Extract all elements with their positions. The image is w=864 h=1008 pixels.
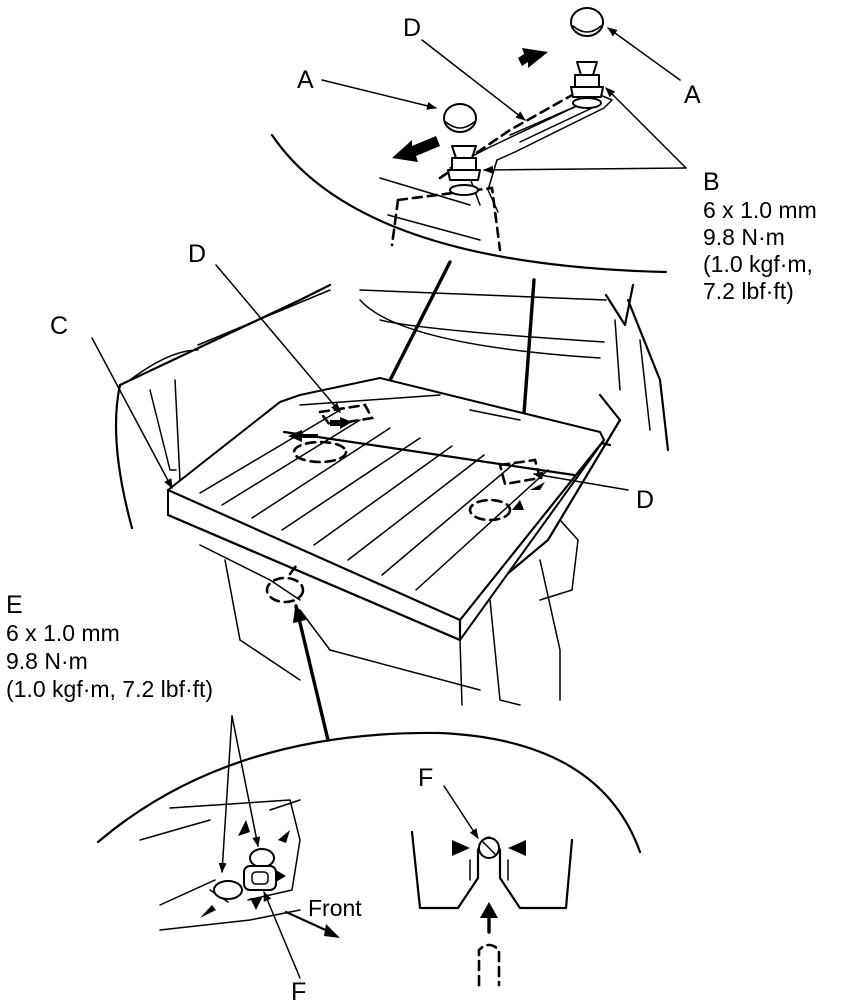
top-detail-view (270, 7, 668, 274)
label-a-left: A (297, 66, 314, 94)
bolt-e-detail (213, 848, 277, 900)
spec-b-thread: 6 x 1.0 mm (703, 197, 817, 223)
arrow-out-right (518, 48, 548, 68)
label-f-right: F (418, 764, 433, 792)
label-a-right: A (684, 81, 701, 109)
spec-b-torque-kgf: (1.0 kgf·m, (703, 251, 813, 277)
spec-b-torque-lbf: 7.2 lbf·ft) (703, 278, 794, 304)
label-c: C (50, 312, 68, 340)
label-f-bottom: F (291, 978, 306, 1006)
spec-e-torque-alt: (1.0 kgf·m, 7.2 lbf·ft) (6, 676, 213, 702)
label-d-top: D (403, 14, 421, 42)
spec-b-torque-nm: 9.8 N·m (703, 224, 785, 250)
bolt-e-location (265, 564, 305, 604)
latch-d-right (468, 458, 545, 522)
cap-a-left (443, 103, 477, 133)
bolt-b-right (570, 61, 604, 109)
bolt-b-left (447, 145, 481, 196)
cargo-floor (114, 283, 670, 706)
latch-d-left (288, 403, 375, 464)
spec-e-thread: 6 x 1.0 mm (6, 620, 120, 646)
spec-e-torque-nm: 9.8 N·m (6, 648, 88, 674)
arrow-out-left (392, 136, 440, 162)
label-d-mid: D (188, 240, 206, 268)
label-d-right: D (636, 486, 654, 514)
label-e: E (6, 591, 23, 619)
bottom-detail-view (96, 731, 642, 987)
cap-a-right (570, 7, 604, 37)
label-b: B (703, 168, 720, 196)
label-front: Front (308, 895, 362, 921)
